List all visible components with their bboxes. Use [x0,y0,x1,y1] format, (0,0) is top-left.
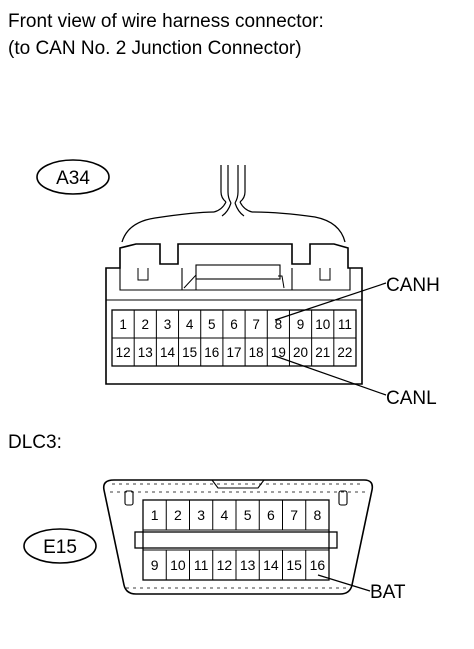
pin-label: 18 [249,345,264,360]
pin-label: 14 [263,557,279,573]
pin-label: 13 [240,557,256,573]
pin-label: 14 [160,345,176,360]
pin-label: 6 [267,507,275,523]
canl-leader [274,355,387,396]
pin-label: 19 [271,345,286,360]
pin-label: 9 [297,317,305,332]
housing-outline [105,243,363,385]
bat-leader [317,574,371,592]
dlc3-id-label: E15 [43,537,77,558]
pin-label: 6 [230,317,238,332]
pin-label: 2 [142,317,150,332]
dlc3-heading: DLC3: [8,432,62,453]
pin-label: 8 [313,507,321,523]
connector-id-ellipse [36,159,110,195]
pin-label: 4 [220,507,228,523]
canh-leader [274,282,387,321]
caption-line-2: (to CAN No. 2 Junction Connector) [8,38,302,59]
pin-label: 9 [151,557,159,573]
canl-label: CANL [386,388,437,409]
pin-label: 11 [194,557,209,573]
center-rail [134,531,338,549]
pin-label: 10 [315,317,330,332]
pin-label: 16 [310,557,326,573]
pin-label: 15 [182,345,197,360]
wire-bundle [213,165,253,217]
canh-label: CANH [386,275,440,296]
bat-label: BAT [370,582,406,603]
pin-label: 4 [186,317,194,332]
dlc3-id-ellipse [23,528,97,564]
pin-label: 12 [116,345,131,360]
pin-label: 1 [151,507,159,523]
pin-label: 11 [338,317,352,332]
pin-label: 7 [252,317,260,332]
pin-label: 17 [226,345,241,360]
connector-id-label: A34 [56,168,90,189]
caption-line-1: Front view of wire harness connector: [8,11,324,32]
pin-label: 1 [119,317,127,332]
pin-label: 12 [217,557,233,573]
pin-label: 20 [293,345,308,360]
pin-label: 7 [290,507,298,523]
pin-label: 15 [286,557,302,573]
pin-label: 3 [197,507,205,523]
pin-label: 13 [138,345,153,360]
pin-label: 10 [170,557,186,573]
pin-label: 21 [315,345,330,360]
pin-label: 5 [208,317,216,332]
pin-label: 5 [244,507,252,523]
pin-label: 16 [204,345,219,360]
dlc3-housing [102,479,374,595]
pin-label: 8 [275,317,283,332]
pin-label: 3 [164,317,172,332]
pin-label: 2 [174,507,182,523]
pin-label: 22 [337,345,352,360]
